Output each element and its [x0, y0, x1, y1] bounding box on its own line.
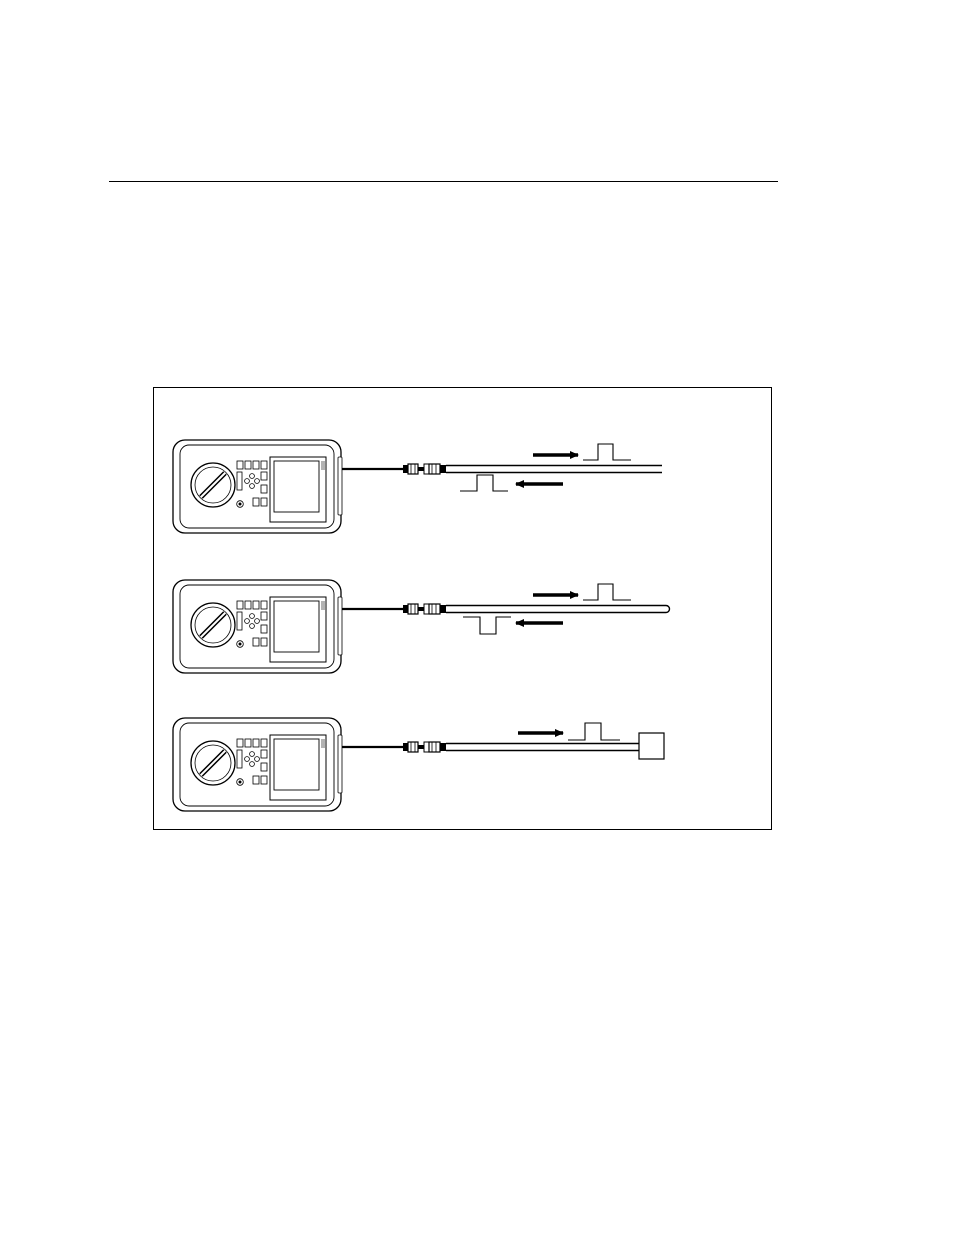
cable — [446, 744, 639, 751]
reflected-pulse — [460, 475, 508, 491]
tester-device — [173, 580, 342, 673]
cable — [446, 606, 670, 613]
test-connector — [342, 464, 446, 474]
panel-short — [173, 580, 670, 673]
incident-pulse — [568, 723, 620, 740]
panel-load — [173, 718, 664, 811]
cable — [446, 466, 662, 473]
test-connector — [342, 742, 446, 752]
reflected-pulse — [463, 617, 511, 634]
incident-pulse — [583, 444, 631, 460]
short-termination — [666, 606, 670, 613]
terminating-load — [639, 733, 664, 759]
panel-open — [173, 440, 662, 533]
tester-device — [173, 718, 342, 811]
tester-device — [173, 440, 342, 533]
test-connector — [342, 604, 446, 614]
incident-pulse — [583, 584, 631, 600]
